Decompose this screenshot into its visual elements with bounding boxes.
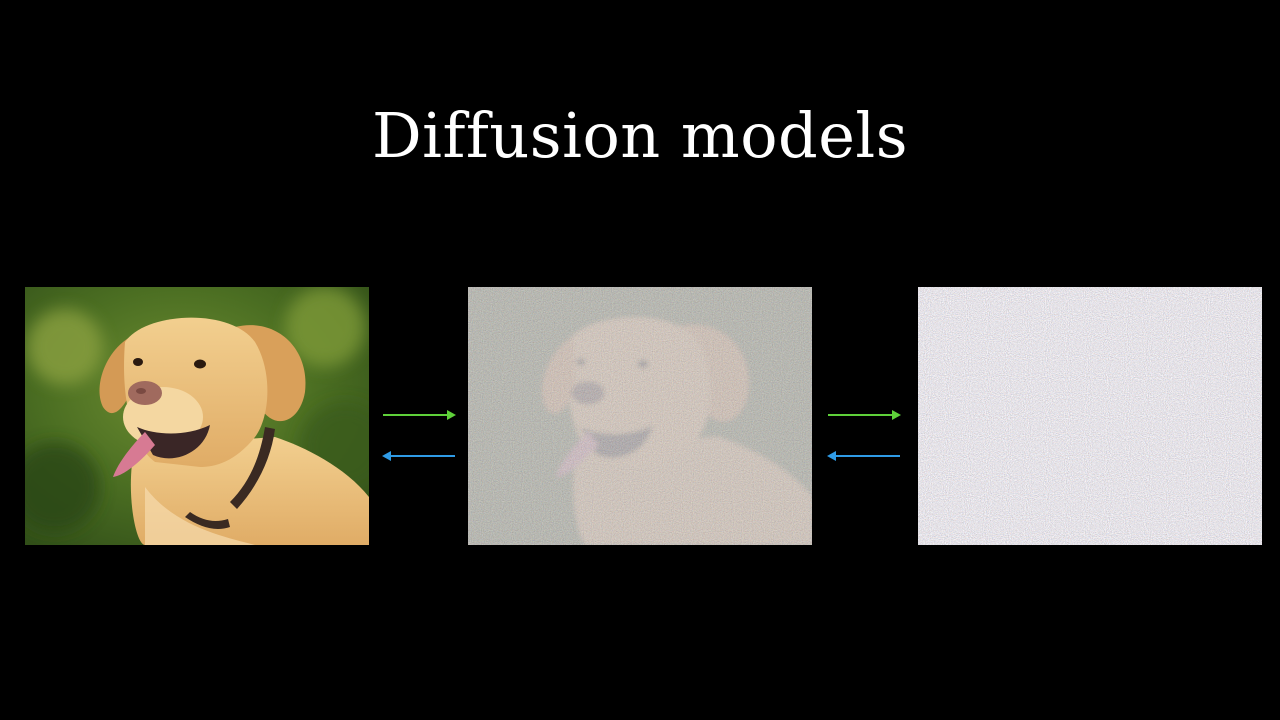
slide-title: Diffusion models bbox=[371, 99, 909, 172]
forward-arrow bbox=[381, 409, 457, 421]
reverse-arrow bbox=[826, 450, 902, 462]
pure-noise-image bbox=[918, 287, 1262, 545]
forward-arrow bbox=[826, 409, 902, 421]
partially-noised-dog-image bbox=[468, 287, 812, 545]
clean-dog-image bbox=[25, 287, 369, 545]
reverse-arrow bbox=[381, 450, 457, 462]
